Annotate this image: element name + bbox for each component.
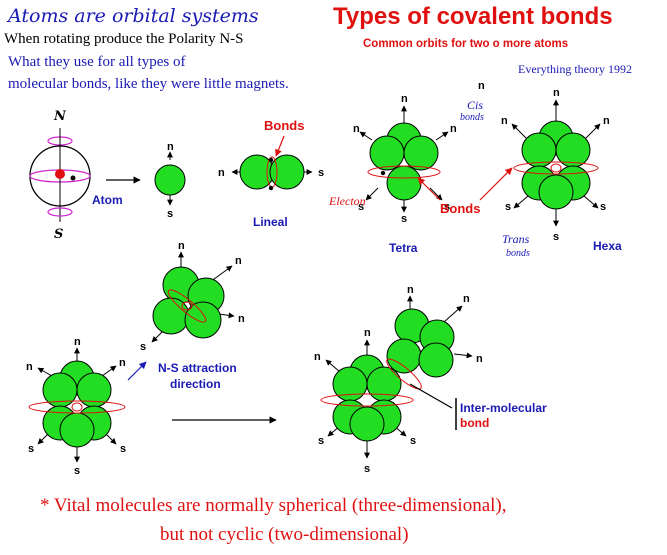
footer-line-2: but not cyclic (two-dimensional): [160, 524, 409, 545]
label-cis-bonds: bonds: [460, 112, 484, 123]
tetra-n1: n: [401, 93, 408, 105]
lhex-s2: s: [74, 465, 80, 477]
single-atom-figure: n s Atom: [92, 141, 186, 220]
comb-n1: n: [407, 284, 414, 296]
label-trans-bonds: bonds: [506, 248, 530, 259]
tetra-figure: n n n s s s Bonds Electon Tetra: [328, 93, 513, 255]
tilt-n3: n: [238, 313, 245, 325]
comb-n5: n: [314, 351, 321, 363]
comb-n3: n: [476, 353, 483, 365]
comb-s3: s: [410, 435, 416, 447]
right-title: Types of covalent bonds: [333, 3, 613, 30]
label-lineal: Lineal: [253, 215, 288, 229]
single-s: s: [167, 208, 173, 220]
label-hexa: Hexa: [593, 239, 622, 253]
label-cis: Cis: [467, 98, 483, 112]
lineal-figure: n s Bonds Lineal: [218, 118, 324, 229]
lhex-s3: s: [120, 443, 126, 455]
label-bonds-mid: Bonds: [440, 201, 480, 216]
comb-s1: s: [318, 435, 324, 447]
comb-n4: n: [364, 327, 371, 339]
hexa-s2: s: [553, 231, 559, 243]
combined-molecule-figure: n n n n n s s s Inter-molecular bond: [314, 284, 547, 475]
hexa-s3: s: [600, 201, 606, 213]
single-n: n: [167, 141, 174, 153]
label-inter-molecular: Inter-molecular: [460, 401, 547, 415]
label-ns-attraction: N-S attraction: [158, 361, 237, 375]
lhex-n2: n: [26, 361, 33, 373]
label-direction: direction: [170, 377, 221, 391]
tilt-n1: n: [178, 240, 185, 252]
label-bonds-top: Bonds: [264, 118, 304, 133]
hexa-n2: n: [501, 115, 508, 127]
label-tetra: Tetra: [389, 241, 418, 255]
lineal-s: s: [318, 167, 324, 179]
hexa-n3: n: [603, 115, 610, 127]
lhex-n3: n: [119, 357, 126, 369]
label-bond: bond: [460, 416, 489, 430]
tilted-molecule-figure: n n n s N-S attraction direction: [127, 240, 245, 391]
atom-label-N: N: [53, 109, 67, 124]
atom-label-S: S: [54, 227, 63, 242]
credit-text: Everything theory 1992: [518, 62, 632, 76]
left-line-1: When rotating produce the Polarity N-S: [4, 31, 244, 47]
label-atom: Atom: [92, 193, 123, 207]
atom-electron: [70, 175, 76, 181]
inter-molecular-pointer: [409, 383, 453, 409]
tetra-n2: n: [353, 123, 360, 135]
hexa-s1: s: [505, 201, 511, 213]
left-line-2: What they use for all types of: [8, 54, 186, 70]
label-trans: Trans: [502, 232, 530, 246]
lower-hexa-figure: n n n s s s: [26, 336, 277, 477]
hexa-n-extra: n: [478, 80, 485, 92]
atom-bottom-loop: [47, 207, 73, 217]
comb-n2: n: [463, 293, 470, 305]
tilt-s: s: [140, 341, 146, 353]
lhex-n1: n: [74, 336, 81, 348]
lhex-s1: s: [28, 443, 34, 455]
left-line-3: molecular bonds, like they were little m…: [8, 76, 289, 92]
hexa-figure: n n n s s s n Cis bonds Trans bonds Hexa: [460, 80, 622, 259]
footer-line-1: * Vital molecules are normally spherical…: [40, 495, 507, 516]
left-title: Atoms are orbital systems: [8, 5, 259, 27]
atom-nucleus: [55, 169, 65, 179]
tetra-s2: s: [401, 213, 407, 225]
hexa-n1: n: [553, 87, 560, 99]
tetra-n3: n: [450, 123, 457, 135]
right-subtitle: Common orbits for two o more atoms: [363, 38, 569, 50]
tilt-n2: n: [235, 255, 242, 267]
label-electon: Electon: [328, 194, 366, 208]
comb-s2: s: [364, 463, 370, 475]
tetra-s3: s: [444, 201, 450, 213]
lineal-n: n: [218, 167, 225, 179]
tetra-s1: s: [358, 201, 364, 213]
atom-orbital-figure: N S: [29, 109, 141, 242]
